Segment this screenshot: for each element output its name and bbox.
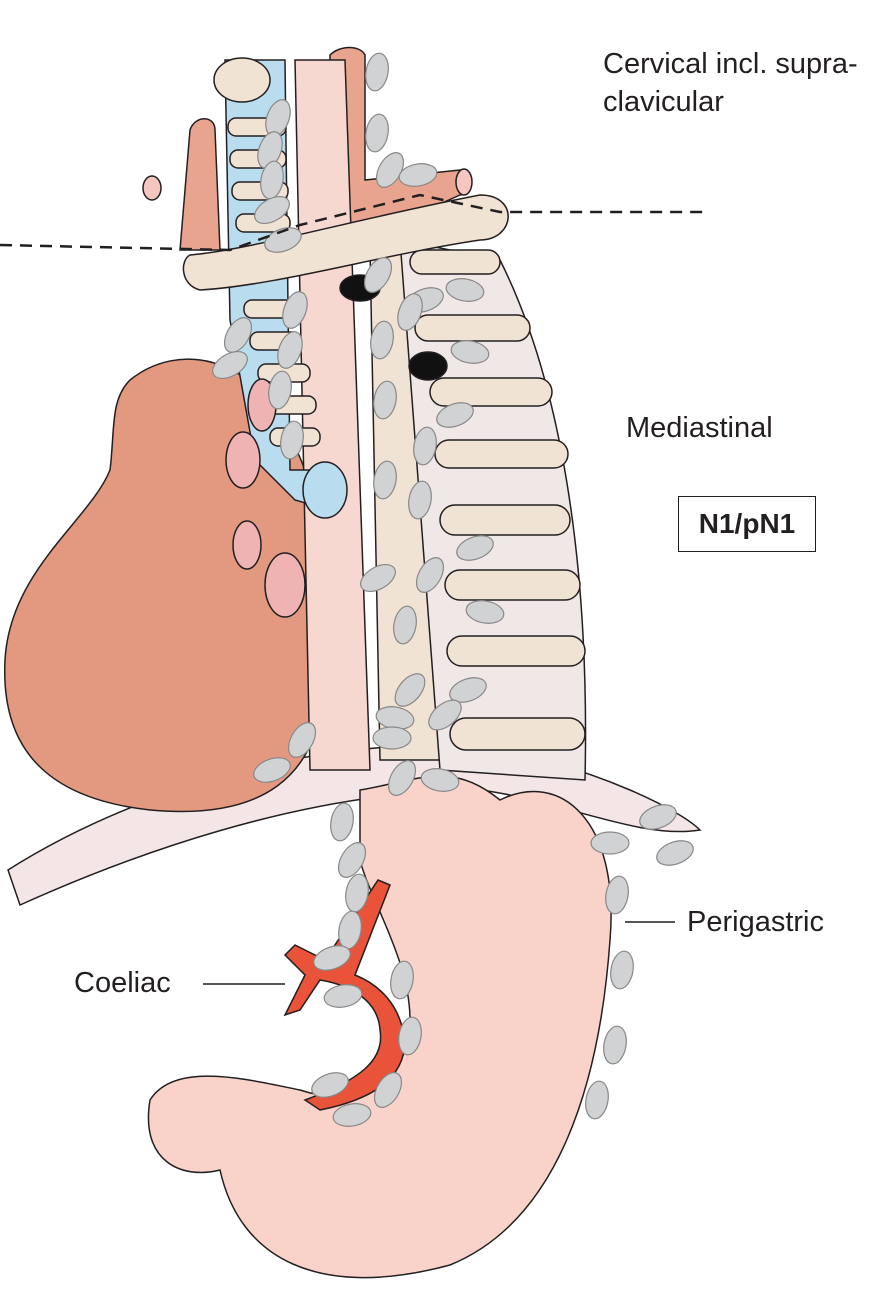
lymph-node (456, 535, 494, 561)
lymph-node (449, 677, 487, 703)
cervical-boundary-line (0, 193, 705, 252)
lymph-node (387, 760, 417, 796)
label-perigastric: Perigastric (687, 906, 824, 938)
lymph-node (370, 320, 394, 360)
lymph-node (436, 402, 474, 428)
carotid (179, 118, 221, 251)
lymph-node (372, 726, 412, 750)
coeliac-artery (283, 879, 406, 1111)
metastatic-node (408, 351, 448, 381)
lymph-node (257, 131, 283, 169)
stage-box: N1/pN1 (678, 496, 816, 552)
clavicle (182, 194, 509, 291)
lymph-node (590, 831, 630, 855)
lymph-node (398, 1016, 422, 1056)
lymph-node (373, 1072, 403, 1108)
lymph-node (390, 960, 414, 1000)
lymph-node (264, 227, 302, 253)
lymph-node (408, 480, 432, 520)
lymph-node (363, 257, 393, 293)
lymph-node (428, 699, 462, 731)
lymph-node (450, 340, 490, 364)
lymph-node (398, 163, 438, 187)
lymph-node (212, 350, 248, 380)
lymph-node (656, 840, 694, 866)
lymph-node (282, 291, 308, 329)
lymph-node (330, 802, 354, 842)
lymph-node (360, 563, 396, 593)
lymph-node (397, 293, 423, 331)
label-cervical-line1: Cervical incl. supra- (603, 48, 858, 80)
lymph-node (365, 113, 389, 153)
lymph-node (605, 875, 629, 915)
lymph-node (373, 460, 397, 500)
lymph-node (313, 945, 351, 971)
lymph-node (610, 950, 634, 990)
lymph-node (337, 842, 367, 878)
lymph-node (413, 426, 437, 466)
lymph-node (254, 195, 290, 225)
lymph-node (253, 757, 291, 783)
lymph-node (639, 804, 677, 830)
lymph-node (420, 768, 460, 792)
lymph-node (223, 317, 253, 353)
lymph-node (393, 605, 417, 645)
label-mediastinal: Mediastinal (626, 412, 773, 444)
lymph-node (365, 52, 389, 92)
label-cervical-line2: clavicular (603, 86, 724, 118)
lymph-node (287, 722, 317, 758)
lymph-node (445, 278, 485, 302)
bronchus (302, 461, 348, 519)
lymph-node (311, 1072, 349, 1098)
lymph-node (373, 380, 397, 420)
lymph-node (280, 420, 304, 460)
lymph-node (268, 370, 292, 410)
lymph-node (465, 600, 505, 624)
ribs (409, 249, 586, 751)
lymph-node (415, 557, 445, 593)
lymph-node (332, 1103, 372, 1127)
lymph-node (603, 1025, 627, 1065)
lymph-node (585, 1080, 609, 1120)
label-coeliac: Coeliac (74, 967, 171, 999)
lymph-node (323, 984, 363, 1008)
lymph-node (394, 673, 426, 707)
lymph-node (277, 331, 303, 369)
